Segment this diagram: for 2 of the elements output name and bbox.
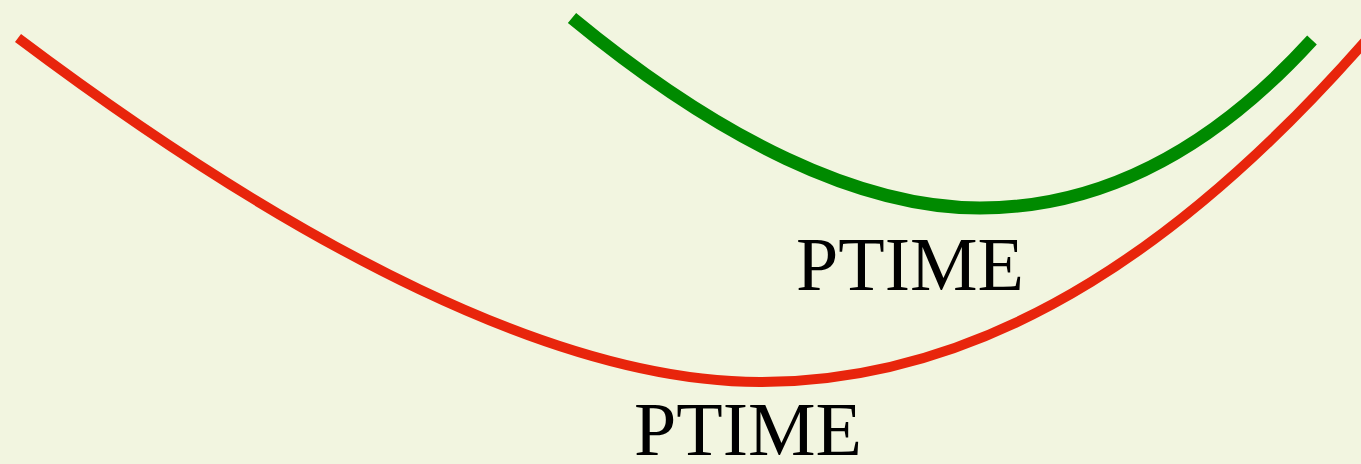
curve-label: PTIME: [796, 232, 1024, 297]
curve-label: PTIME: [634, 397, 862, 462]
